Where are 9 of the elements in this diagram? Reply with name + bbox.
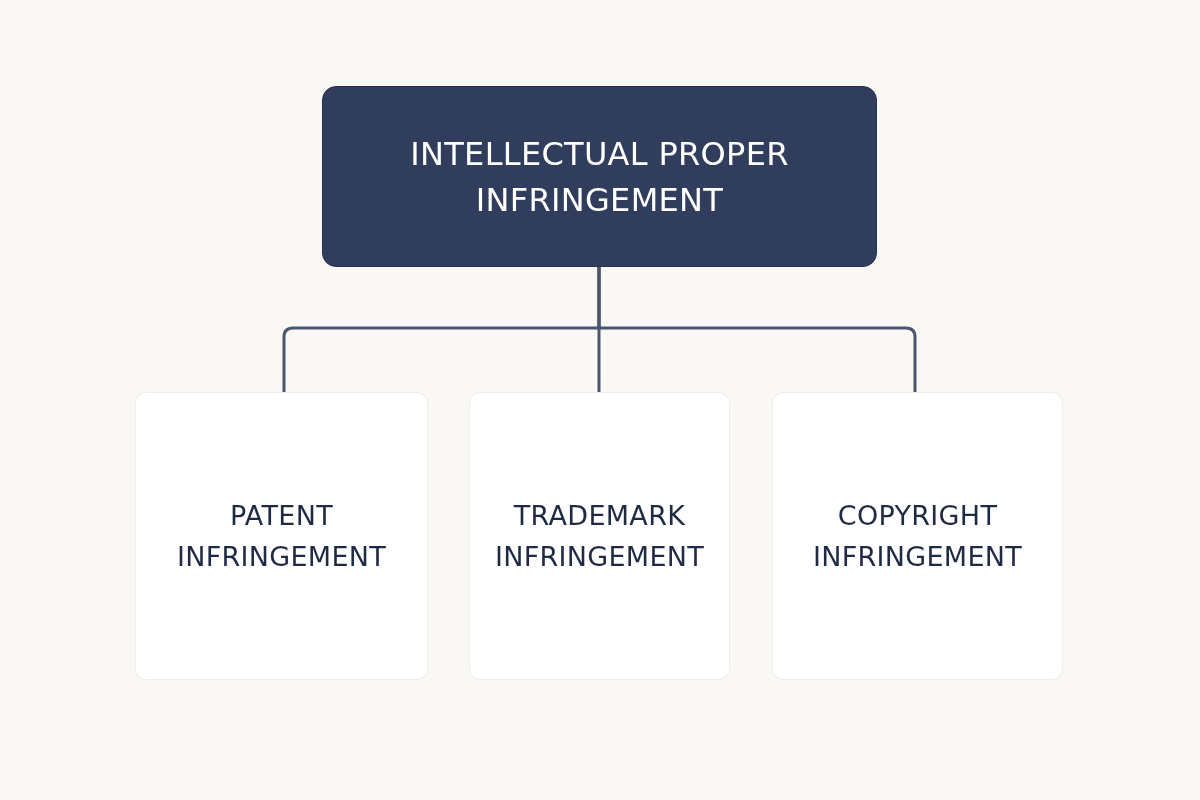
category-label: INTELLECTUAL PROPER INFRINGEMENT [409,133,790,221]
category-box [136,393,427,679]
root-category-box [322,86,877,267]
category-box [773,393,1062,679]
category-label: COPYRIGHT INFRINGEMENT [811,499,1024,574]
category-box [470,393,729,679]
category-label: TRADEMARK INFRINGEMENT [493,499,706,574]
category-label: PATENT INFRINGEMENT [175,499,388,574]
connector-line [597,267,917,393]
